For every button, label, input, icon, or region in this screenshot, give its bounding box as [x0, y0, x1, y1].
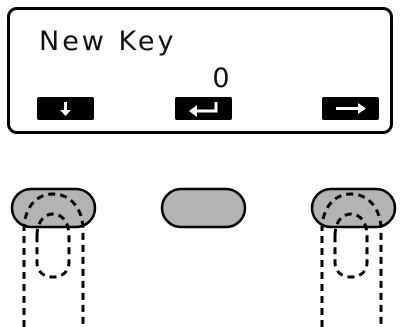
right-button[interactable]: [310, 187, 397, 229]
lcd-display: New Key 0: [7, 7, 393, 134]
down-arrow-icon: [60, 102, 71, 116]
center-button[interactable]: [160, 187, 247, 229]
softkey-label-right: [322, 97, 379, 120]
softkey-label-left: [37, 97, 94, 120]
left-finger-outline: [22, 192, 85, 327]
right-arrow-icon: [336, 103, 366, 114]
softkey-label-center: [175, 97, 232, 120]
right-finger-outline: [320, 192, 383, 327]
display-title: New Key: [39, 26, 177, 57]
left-button[interactable]: [10, 187, 97, 229]
display-value: 0: [212, 63, 230, 94]
enter-icon: [189, 102, 218, 117]
